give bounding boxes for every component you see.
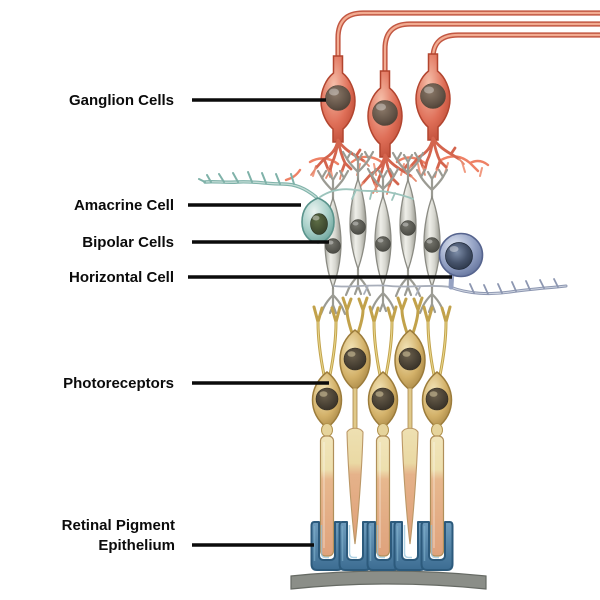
rod-photoreceptor [421, 305, 453, 558]
label-photoreceptors: Photoreceptors [63, 375, 174, 392]
label-horizontal-cell: Horizontal Cell [69, 269, 174, 286]
ganglion-cell [309, 54, 371, 181]
rod-photoreceptor [311, 305, 343, 558]
bipolar-cell [415, 168, 449, 315]
amacrine-process [203, 180, 318, 199]
label-ganglion-cells: Ganglion Cells [69, 92, 174, 109]
cone-photoreceptor [393, 296, 427, 546]
bipolar-cells-layer [316, 150, 449, 316]
label-amacrine-cell: Amacrine Cell [74, 197, 174, 214]
base-membrane [290, 570, 487, 590]
horizontal-cell [333, 232, 568, 296]
rod-photoreceptor [367, 305, 399, 558]
cone-photoreceptor [338, 296, 372, 546]
label-rpe-line2: Epithelium [98, 537, 175, 554]
photoreceptors-layer [311, 296, 453, 558]
label-rpe-line1: Retinal Pigment [62, 517, 175, 534]
label-bipolar-cells: Bipolar Cells [82, 234, 174, 251]
ganglion-axons [335, 10, 600, 82]
labels: Ganglion Cells Amacrine Cell Bipolar Cel… [62, 92, 452, 554]
